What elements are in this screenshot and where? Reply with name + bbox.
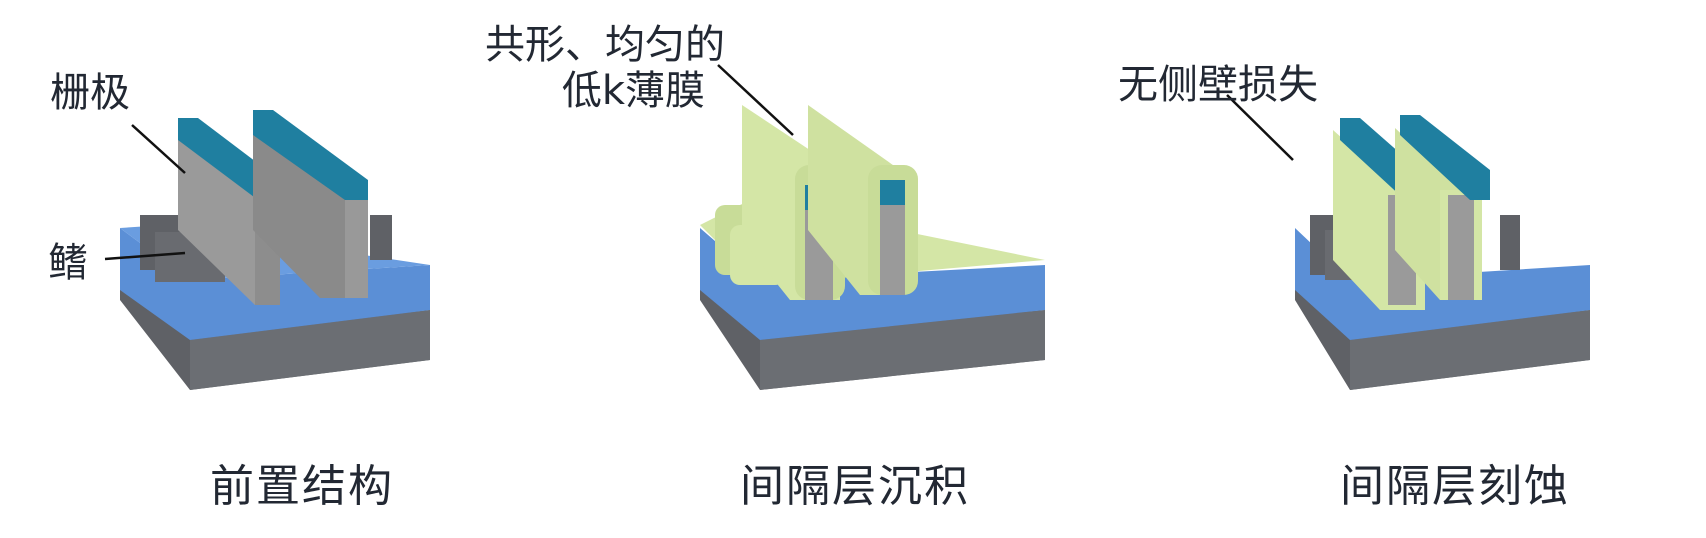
panel-spacer-etch: 无侧壁损失 间隔层刻蚀 [1050,0,1706,538]
caption-pre-structure: 前置结构 [210,461,394,512]
gate-label: 栅极 [50,70,130,116]
panel-pre-structure: 栅极 鳍 前置结构 [0,0,450,538]
spacer-deposition-diagram [700,64,1045,390]
lowk-leader-line [717,64,794,136]
fin-leader-line [104,251,186,261]
lowk-label-line1: 共形、均匀的 [485,22,725,68]
spacer-etch-diagram [1226,94,1590,390]
fin-label: 鳍 [48,240,88,286]
gate-leader-line [131,124,186,174]
lowk-film-label: 共形、均匀的 低k薄膜 [485,22,725,114]
pre-structure-diagram [104,110,430,390]
caption-spacer-etch: 间隔层刻蚀 [1340,461,1570,512]
spacer-leader-line [1226,94,1294,161]
caption-spacer-deposition: 间隔层沉积 [740,461,970,512]
lowk-label-line2: 低k薄膜 [561,68,705,114]
panel-spacer-deposition: 共形、均匀的 低k薄膜 间隔层沉积 [450,0,1050,538]
no-sidewall-loss-label: 无侧壁损失 [1118,62,1318,108]
